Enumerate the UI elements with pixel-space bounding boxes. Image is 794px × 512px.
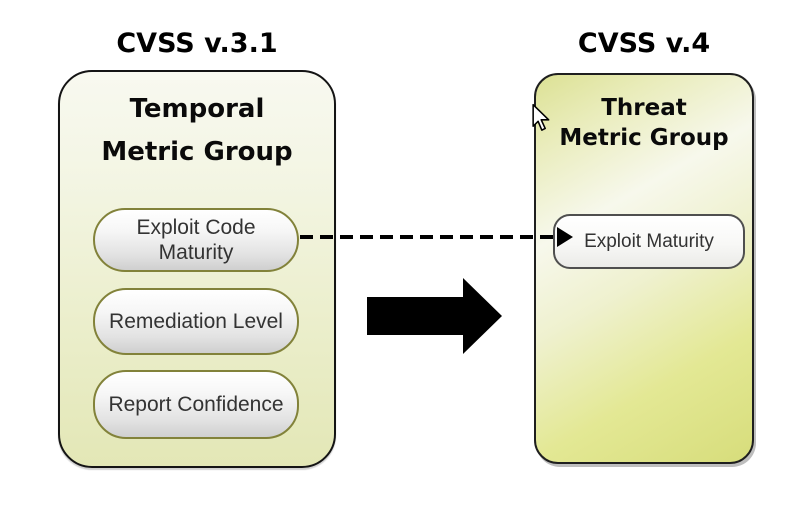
mapping-arrowhead-icon bbox=[557, 227, 573, 247]
cvss-v4-title: CVSS v.4 bbox=[577, 28, 711, 59]
pill-label-line: Maturity bbox=[158, 241, 234, 264]
cvss-v31-title: CVSS v.3.1 bbox=[116, 28, 278, 59]
mouse-cursor-icon bbox=[532, 103, 550, 131]
pill-label-line: Exploit Code bbox=[136, 216, 256, 239]
report-confidence-pill: Report Confidence bbox=[93, 370, 299, 439]
exploit-code-maturity-pill: Exploit Code Maturity bbox=[93, 208, 299, 272]
pill-label: Remediation Level bbox=[109, 310, 283, 333]
transition-arrow-icon bbox=[367, 278, 502, 354]
temporal-metric-group-header: Temporal Metric Group bbox=[60, 88, 334, 174]
header-line: Metric Group bbox=[101, 137, 293, 167]
threat-metric-group-header: Threat Metric Group bbox=[536, 93, 752, 153]
transition-arrow-shape bbox=[367, 278, 502, 354]
pill-label: Exploit Code Maturity bbox=[136, 215, 255, 265]
mapping-dashed-arrow-line bbox=[300, 235, 557, 239]
pill-label: Report Confidence bbox=[108, 393, 284, 416]
header-line: Metric Group bbox=[559, 125, 729, 151]
remediation-level-pill: Remediation Level bbox=[93, 288, 299, 355]
mouse-cursor-shape bbox=[532, 103, 550, 131]
pill-label: Exploit Maturity bbox=[584, 230, 714, 252]
exploit-maturity-pill: Exploit Maturity bbox=[553, 214, 745, 269]
header-line: Temporal bbox=[129, 94, 265, 124]
header-line: Threat bbox=[601, 95, 687, 121]
